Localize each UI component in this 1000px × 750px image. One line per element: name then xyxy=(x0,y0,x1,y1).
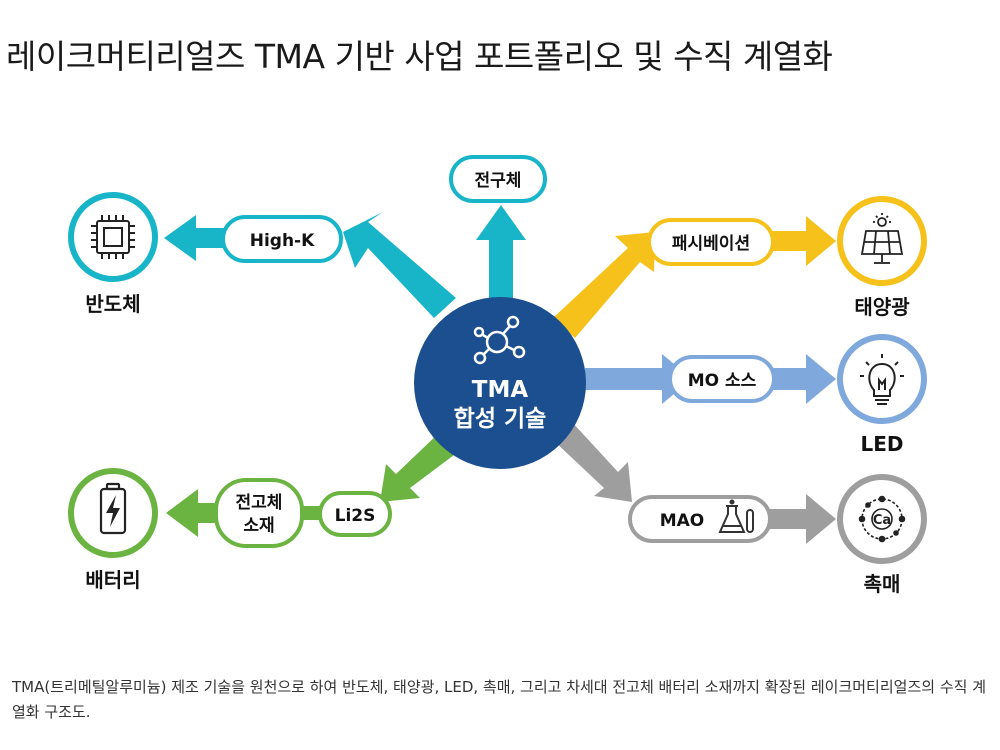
pill-electrolyte-line1: 전고체 xyxy=(236,493,283,513)
center-subtitle: 합성 기술 xyxy=(454,406,547,432)
node-battery: 배터리 xyxy=(68,468,158,592)
page-title: 레이크머티리얼즈 TMA 기반 사업 포트폴리오 및 수직 계열화 xyxy=(6,37,833,76)
node-semiconductor-label: 반도체 xyxy=(85,292,140,316)
node-catalyst-label: 촉매 xyxy=(864,572,901,596)
arrow-mo-to-led xyxy=(770,354,836,404)
node-led: LED xyxy=(837,334,927,456)
pill-highk-label: High-K xyxy=(250,231,315,251)
pill-precursor: 전구체 xyxy=(449,155,547,203)
pill-li2s: Li2S xyxy=(318,491,392,537)
pill-li2s-label: Li2S xyxy=(335,506,376,526)
node-led-label: LED xyxy=(860,432,903,456)
portfolio-diagram: TMA 합성 기술 전구체 High-K 패시베이션 MO 소스 MAO Li2… xyxy=(68,155,927,596)
center-circle xyxy=(414,297,586,469)
pill-mo-source: MO 소스 xyxy=(668,355,776,403)
calcium-atom-icon xyxy=(858,495,906,543)
pill-mao-label: MAO xyxy=(660,511,705,531)
arrow-center-to-mao xyxy=(553,422,632,502)
lightbulb-icon xyxy=(860,354,904,405)
pill-passivation-label: 패시베이션 xyxy=(672,234,750,254)
chip-icon xyxy=(91,215,135,259)
solar-panel-icon xyxy=(860,213,904,264)
arrow-passivation-to-solar xyxy=(768,216,836,266)
pill-electrolyte-line2: 소재 xyxy=(243,516,274,536)
arrow-center-to-highk xyxy=(343,212,456,318)
figure-caption: TMA(트리메틸알루미늄) 제조 기술을 원천으로 하여 반도체, 태양광, L… xyxy=(12,678,986,721)
node-semiconductor: 반도체 xyxy=(68,192,158,316)
battery-icon xyxy=(99,482,127,535)
node-battery-label: 배터리 xyxy=(85,568,140,592)
node-solar: 태양광 xyxy=(837,196,927,319)
molecule-icon xyxy=(473,315,526,365)
pill-highk: High-K xyxy=(221,215,343,263)
center-title: TMA xyxy=(472,377,529,403)
arrow-mao-to-catalyst xyxy=(768,494,836,544)
flask-icon xyxy=(718,499,754,533)
node-catalyst: Ca 촉매 xyxy=(837,474,927,596)
arrow-highk-to-chip xyxy=(164,215,225,261)
pill-precursor-label: 전구체 xyxy=(475,171,522,191)
pill-passivation: 패시베이션 xyxy=(647,218,775,266)
atom-symbol: Ca xyxy=(873,513,891,528)
pill-mao: MAO xyxy=(628,495,772,543)
pill-solid-electrolyte: 전고체 소재 xyxy=(214,478,304,548)
node-solar-label: 태양광 xyxy=(854,295,910,319)
arrow-center-to-li2s xyxy=(380,432,458,502)
arrow-center-to-passivation xyxy=(553,232,655,338)
pill-mo-source-label: MO 소스 xyxy=(688,371,757,391)
arrow-electrolyte-to-battery xyxy=(166,489,220,537)
